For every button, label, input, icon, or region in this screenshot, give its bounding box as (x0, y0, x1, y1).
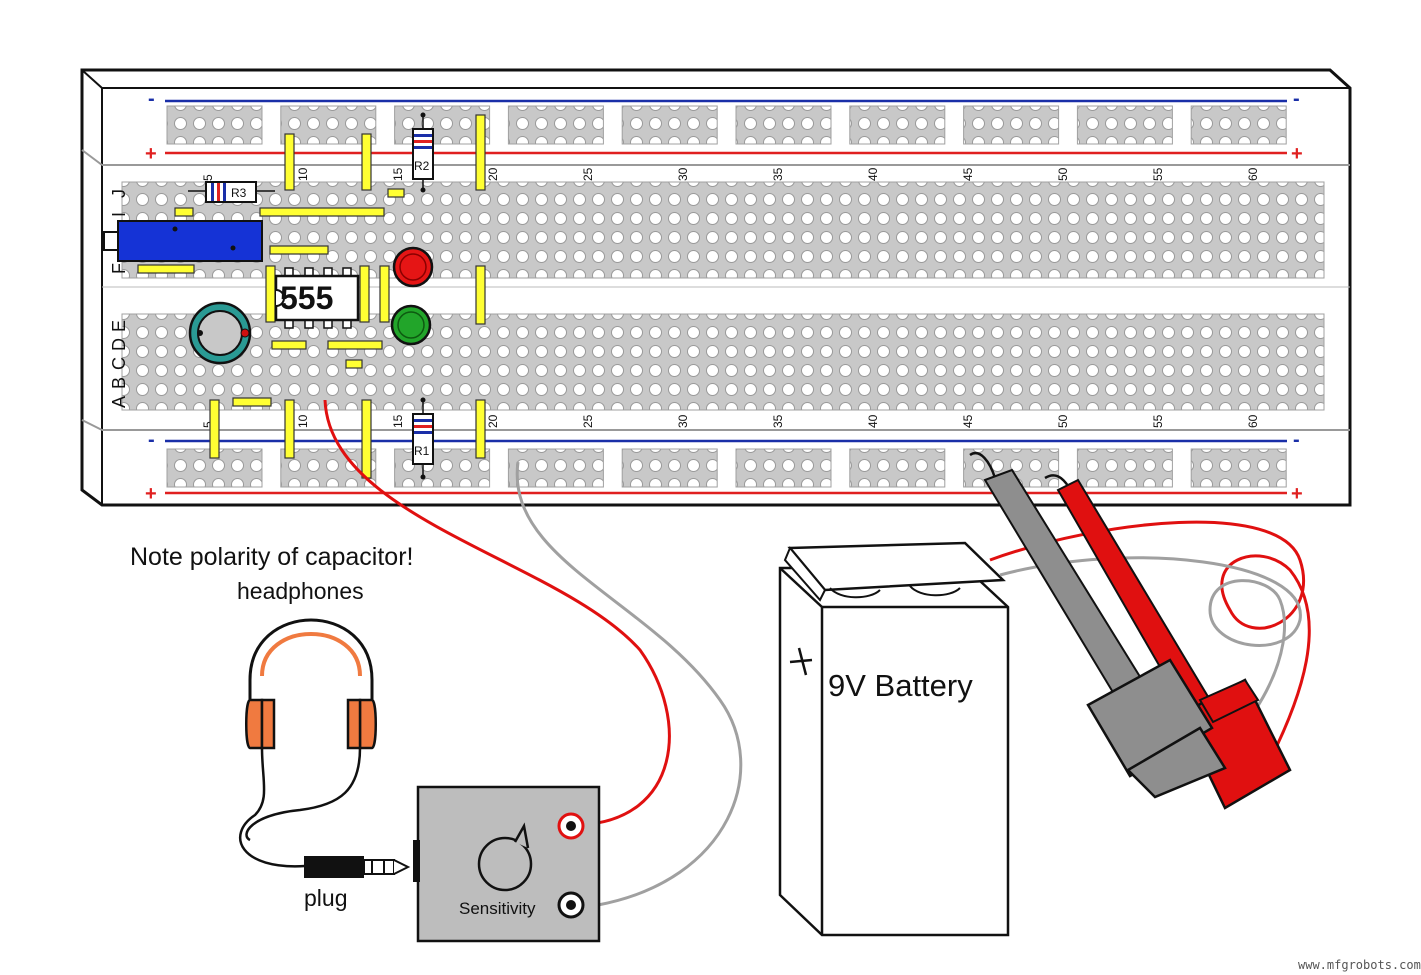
red-probe (1044, 474, 1292, 810)
column-number: 55 (1151, 414, 1165, 428)
column-number: 55 (1151, 167, 1165, 181)
gray-probe (969, 452, 1227, 799)
column-number: 40 (866, 414, 880, 428)
rail-plus-label: + (145, 143, 157, 165)
rail-plus-label: + (145, 483, 157, 505)
rail-hole-block (1076, 448, 1173, 488)
column-number: 5 (201, 174, 215, 181)
rail-hole-block (394, 448, 491, 488)
resistor-r1-label: R1 (414, 444, 430, 458)
plug-label: plug (304, 885, 348, 911)
sensitivity-knob (477, 836, 533, 892)
battery-label: 9V Battery (828, 668, 973, 703)
terminal-strip-lower (121, 313, 1325, 411)
rail-hole-block (394, 105, 491, 145)
rail-hole-block (621, 105, 718, 145)
rail-hole-block (1190, 105, 1287, 145)
rail-minus-label: - (1293, 88, 1300, 110)
column-number: 60 (1246, 414, 1260, 428)
row-letter: B (109, 377, 129, 389)
column-numbers-bottom: 5 10 15 20 25 30 35 40 45 50 55 60 (201, 414, 1260, 428)
rail-minus-label: - (1293, 429, 1300, 451)
column-numbers-top: 5 10 15 20 25 30 35 40 45 50 55 60 (201, 167, 1260, 181)
column-number: 35 (771, 414, 785, 428)
capacitor-polarity-note: Note polarity of capacitor! (130, 543, 414, 571)
column-number: 10 (296, 414, 310, 428)
column-number: 20 (486, 167, 500, 181)
red-wire (323, 399, 671, 827)
rail-hole-block (849, 448, 946, 488)
rail-minus-label: - (148, 429, 155, 451)
rail-hole-block (849, 105, 946, 145)
rail-hole-block (735, 105, 832, 145)
column-number: 15 (391, 167, 405, 181)
watermark: www.mfgrobots.com (1298, 958, 1421, 972)
column-number: 50 (1056, 167, 1070, 181)
test-probes (969, 452, 1311, 810)
rail-hole-block (507, 105, 604, 145)
rail-plus-label: + (1291, 483, 1303, 505)
resistor-r2: R2 (412, 112, 434, 193)
audio-plug (304, 856, 411, 878)
row-letter: F (109, 263, 129, 274)
rail-hole-block (963, 105, 1060, 145)
jumper-wires (137, 114, 486, 479)
row-letter: A (109, 396, 129, 408)
column-number: 25 (581, 167, 595, 181)
row-letter: E (109, 320, 129, 332)
rail-hole-block (1190, 448, 1287, 488)
row-letter: D (109, 338, 129, 351)
gray-wire (515, 461, 743, 907)
column-number: 5 (201, 421, 215, 428)
column-number: 25 (581, 414, 595, 428)
column-number: 50 (1056, 414, 1070, 428)
ic-555 (274, 267, 360, 329)
led-red (392, 246, 434, 288)
electrolytic-capacitor (188, 301, 252, 365)
rail-hole-block (735, 448, 832, 488)
headphones (238, 618, 377, 868)
column-number: 40 (866, 167, 880, 181)
row-letter: C (109, 357, 129, 370)
power-rails: - - + + - - + + (145, 88, 1303, 505)
headphones-label: headphones (237, 578, 364, 604)
resistor-r1: R1 (412, 397, 434, 480)
rail-hole-block (507, 448, 604, 488)
potentiometer (103, 220, 263, 262)
rail-hole-block (621, 448, 718, 488)
row-letter: J (109, 189, 129, 198)
ic-555-label: 555 (280, 280, 334, 316)
led-green (390, 304, 432, 346)
resistor-r3-label: R3 (231, 186, 247, 200)
column-number: 60 (1246, 167, 1260, 181)
column-number: 30 (676, 167, 690, 181)
rail-minus-label: - (148, 88, 155, 110)
column-number: 45 (961, 414, 975, 428)
column-number: 10 (296, 167, 310, 181)
column-number: 15 (391, 414, 405, 428)
rail-hole-block (280, 105, 377, 145)
resistor-r2-label: R2 (414, 159, 430, 173)
sensitivity-box (413, 785, 601, 943)
rail-hole-block (166, 105, 263, 145)
resistor-r3: R3 (188, 181, 275, 203)
terminal-strip-upper (121, 181, 1325, 279)
rail-hole-block (1076, 105, 1173, 145)
column-number: 30 (676, 414, 690, 428)
column-number: 20 (486, 414, 500, 428)
column-number: 35 (771, 167, 785, 181)
battery-9v (778, 541, 1010, 937)
row-letter: I (109, 212, 129, 217)
rail-hole-block (280, 448, 377, 488)
rail-plus-label: + (1291, 143, 1303, 165)
sensitivity-label: Sensitivity (459, 899, 536, 918)
column-number: 45 (961, 167, 975, 181)
